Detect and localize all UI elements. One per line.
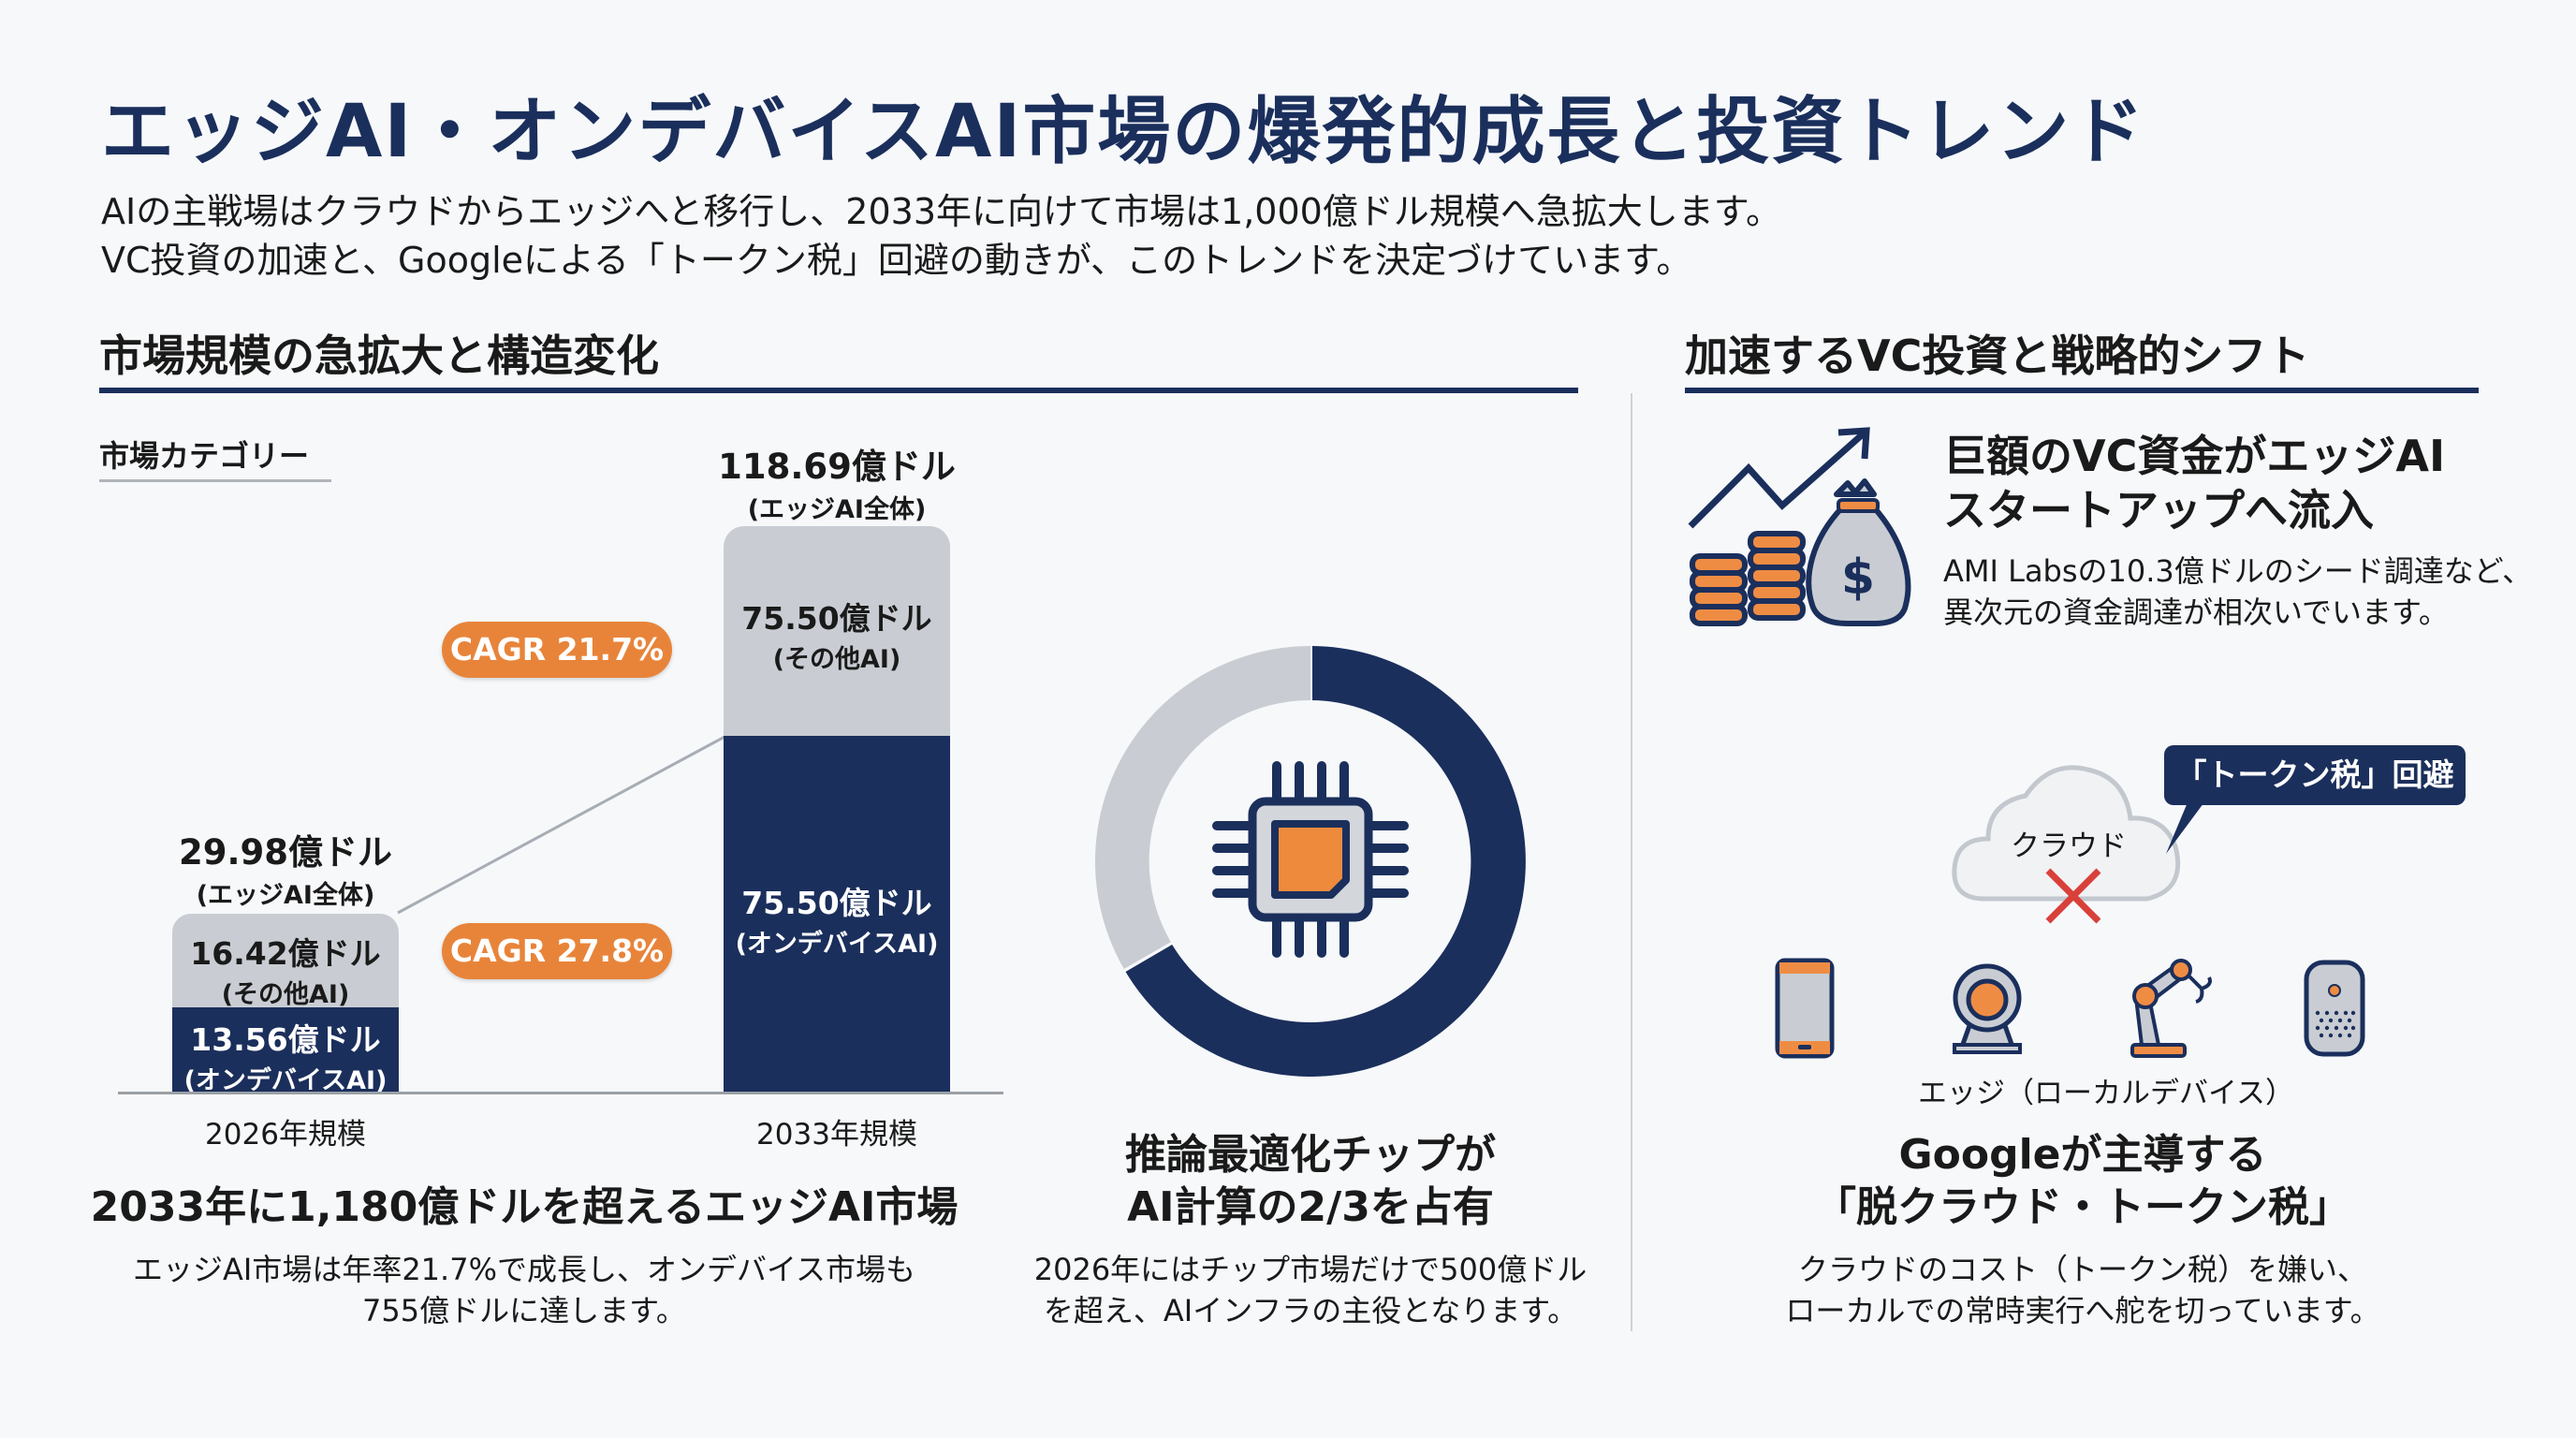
market-section-rule (99, 388, 1578, 393)
cloud-label: クラウド (2011, 829, 2127, 863)
vc-heading: 巨額のVC資金がエッジAI スタートアップへ流入 (1943, 431, 2446, 536)
market-section-heading: 市場規模の急拡大と構造変化 (99, 330, 659, 381)
smart-speaker-icon (2304, 960, 2365, 1057)
bubble-tail (2166, 796, 2209, 854)
page-title: エッジAI・オンデバイスAI市場の爆発的成長と投資トレンド (101, 90, 2146, 174)
cagr-total-badge: CAGR 21.7% (442, 622, 672, 678)
bar-2026-other-segment: 16.42億ドル (その他AI) (172, 914, 399, 1009)
bar-2033-other-segment: 75.50億ドル (その他AI) (724, 526, 950, 736)
category-rule (99, 479, 331, 482)
category-label: 市場カテゴリー (99, 438, 310, 474)
token-tax-bubble: 「トークン税」回避 (2164, 745, 2466, 805)
donut-gray-segment (1094, 646, 1310, 969)
smartphone-icon (1775, 958, 1835, 1059)
google-caption-heading: Googleが主導する 「脱クラウド・トークン税」 (1815, 1131, 2350, 1231)
bar-2026-ondevice-segment: 13.56億ドル (オンデバイスAI) (172, 1007, 399, 1095)
chip-icon (1212, 761, 1409, 958)
bar-2033-ondevice-segment: 75.50億ドル (オンデバイスAI) (724, 736, 950, 1092)
google-caption-body: クラウドのコスト（トークン税）を嫌い、 ローカルでの常時実行へ舵を切っています。 (1785, 1252, 2380, 1328)
market-caption-body: エッジAI市場は年率21.7%で成長し、オンデバイス市場も 755億ドルに達しま… (132, 1252, 916, 1328)
blocked-x-icon (2045, 868, 2101, 924)
svg-text:$: $ (1841, 550, 1875, 606)
page-subtitle: AIの主戦場はクラウドからエッジへと移行し、2033年に向けて市場は1,000億… (101, 187, 1781, 285)
chart-baseline (118, 1092, 1003, 1094)
vc-section-rule (1685, 388, 2479, 393)
section-divider (1631, 393, 1632, 1331)
x-label-2026: 2026年規模 (205, 1118, 366, 1152)
bar-2033-total: 118.69億ドル (エッジAI全体) (718, 447, 956, 524)
webcam-icon (1953, 963, 2022, 1054)
bar-2026-total: 29.98億ドル (エッジAI全体) (178, 832, 393, 910)
subtitle-line-2: VC投資の加速と、Googleによる「トークン税」回避の動きが、このトレンドを決… (101, 240, 1692, 281)
cagr-ondevice-badge: CAGR 27.8% (442, 923, 672, 979)
x-label-2033: 2033年規模 (756, 1118, 917, 1152)
subtitle-line-1: AIの主戦場はクラウドからエッジへと移行し、2033年に向けて市場は1,000億… (101, 191, 1781, 232)
cloud-icon (1952, 765, 2181, 902)
chip-share-donut (1094, 646, 1526, 1077)
chip-caption-body: 2026年にはチップ市場だけで500億ドル を超え、AIインフラの主役となります… (1033, 1252, 1588, 1328)
robot-arm-icon (2130, 959, 2212, 1058)
growth-connector-line (397, 734, 727, 915)
vc-section-heading: 加速するVC投資と戦略的シフト (1685, 330, 2310, 381)
chip-caption-heading: 推論最適化チップが AI計算の2/3を占有 (1125, 1131, 1496, 1231)
market-caption-heading: 2033年に1,180億ドルを超えるエッジAI市場 (90, 1183, 959, 1231)
money-growth-icon: $ (1688, 427, 1911, 626)
edge-devices-label: エッジ（ローカルデバイス） (1917, 1077, 2295, 1110)
vc-body: AMI Labsの10.3億ドルのシード調達など、 異次元の資金調達が相次いでい… (1943, 553, 2533, 630)
